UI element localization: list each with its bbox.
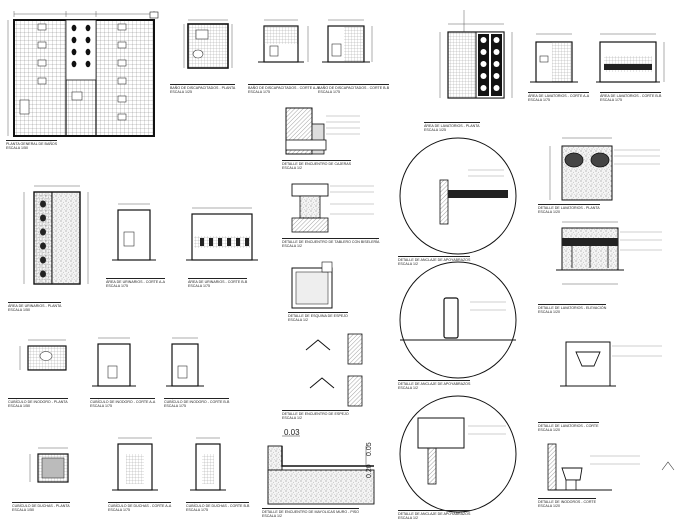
caption-bano-disc-corte-bb: BAÑO DE DISCAPACITADOS - CORTE B-B ESCAL… [318,84,390,94]
bano-disc-planta-drawing [183,19,233,69]
encuentro-tablero-drawing [291,183,374,233]
caption-anclaje-1: DETALLE DE ANCLAJE DE APOYABRAZOS ESCALA… [398,256,471,266]
caption-encuentro-cajeras: DETALLE DE ENCUENTRO DE CAJERAS ESCALA 1… [282,160,352,170]
caption-encuentro-espejo: DETALLE DE ENCUENTRO DE ESPEJO ESCALA 1/… [282,410,349,420]
caption-bano-disc-planta: BAÑO DE DISCAPACITADOS - PLANTA ESCALA 1… [170,84,236,94]
caption-inodoro-planta: CUBÍCULO DE INODORO - PLANTA ESCALA 1/50 [8,398,68,408]
caption-lavatorios-corte-bb: ÁREA DE LAVATORIOS - CORTE B-B ESCALA 1/… [600,92,662,102]
encuentro-cajeras-drawing [285,107,360,155]
caption-bano-disc-corte-aa: BAÑO DE DISCAPACITADOS - CORTE A-A ESCAL… [248,84,319,94]
inodoro-corte-bb-drawing [166,337,204,387]
encuentro-espejo-drawing [305,333,363,407]
caption-anclaje-3: DETALLE DE ANCLAJE DE APOYABRAZOS ESCALA… [398,510,471,520]
bano-disc-corte-bb-drawing [322,19,373,63]
duchas-corte-bb-drawing [190,437,226,491]
caption-lav-elevacion: DETALLE DE LAVATORIOS - ELEVACIÓN ESCALA… [538,304,607,314]
inodoros-det-drawing [547,443,675,491]
caption-lav-corte: DETALLE DE LAVATORIOS - CORTE ESCALA 1/2… [538,422,599,432]
dimension-003: 0.03 [284,428,300,437]
urinarios-corte-aa-drawing [112,203,156,261]
inodoro-planta-drawing [19,339,67,371]
caption-anclaje-2: DETALLE DE ANCLAJE DE APOYABRAZOS ESCALA… [398,380,471,390]
dimension-020: 0.20 [366,464,373,478]
duchas-planta-drawing [29,447,69,483]
caption-esquina-espejo: DETALLE DE ESQUINA DE ESPEJO ESCALA 1/2 [288,312,348,322]
lav-planta-det-drawing [549,137,660,201]
lavatorios-corte-aa-drawing [530,33,578,83]
caption-encuentro-tablero: DETALLE DE ENCUENTRO DE TABLERO CON BISE… [282,238,380,248]
caption-inodoro-corte-aa: CUBÍCULO DE INODORO - CORTE A-A ESCALA 1… [90,398,156,408]
caption-urinarios-corte-aa: ÁREA DE URINARIOS - CORTE A-A ESCALA 1/7… [106,278,166,288]
caption-urinarios-corte-bb: ÁREA DE URINARIOS - CORTE B-B ESCALA 1/7… [188,278,248,288]
caption-duchas-planta: CUBÍCULO DE DUCHAS - PLANTA ESCALA 1/50 [12,502,70,512]
caption-inodoro-corte-bb: CUBÍCULO DE INODORO - CORTE B-B ESCALA 1… [164,398,230,408]
duchas-corte-aa-drawing [112,437,158,491]
lavatorios-corte-bb-drawing [596,33,665,83]
caption-duchas-corte-aa: CUBÍCULO DE DUCHAS - CORTE A-A ESCALA 1/… [108,502,172,512]
plan-general-drawing [7,11,159,137]
caption-inodoros-det: DETALLE DE INODOROS - CORTE ESCALA 1/20 [538,498,596,508]
dimension-005: 0.05 [366,442,373,456]
caption-urinarios-planta: ÁREA DE URINARIOS - PLANTA ESCALA 1/50 [8,302,62,312]
bano-disc-corte-aa-drawing [258,19,309,63]
lav-elevacion-drawing [556,221,662,285]
caption-duchas-corte-bb: CUBÍCULO DE DUCHAS - CORTE B-B ESCALA 1/… [186,502,250,512]
caption-lavatorios-planta: ÁREA DE LAVATORIOS - PLANTA ESCALA 1/25 [424,122,480,132]
urinarios-planta-drawing [23,185,89,285]
anclaje-2-drawing [399,261,517,379]
caption-plan-general: PLANTA GENERAL DE BAÑOS ESCALA 1/50 [6,140,58,150]
lav-corte-drawing [560,341,662,387]
lavatorios-planta-drawing [439,10,513,99]
anclaje-3-drawing [399,395,517,513]
caption-lavatorios-corte-aa: ÁREA DE LAVATORIOS - CORTE A-A ESCALA 1/… [528,92,590,102]
caption-lav-planta-det: DETALLE DE LAVATORIOS - PLANTA ESCALA 1/… [538,204,600,214]
esquina-espejo-drawing [291,261,333,309]
urinarios-corte-bb-drawing [186,207,258,261]
mayolicas-drawing [267,435,375,505]
inodoro-corte-aa-drawing [92,337,136,387]
caption-mayolicas: DETALLE DE ENCUENTRO DE MAYOLICAS MURO -… [262,508,359,518]
anclaje-1-drawing [399,137,517,255]
